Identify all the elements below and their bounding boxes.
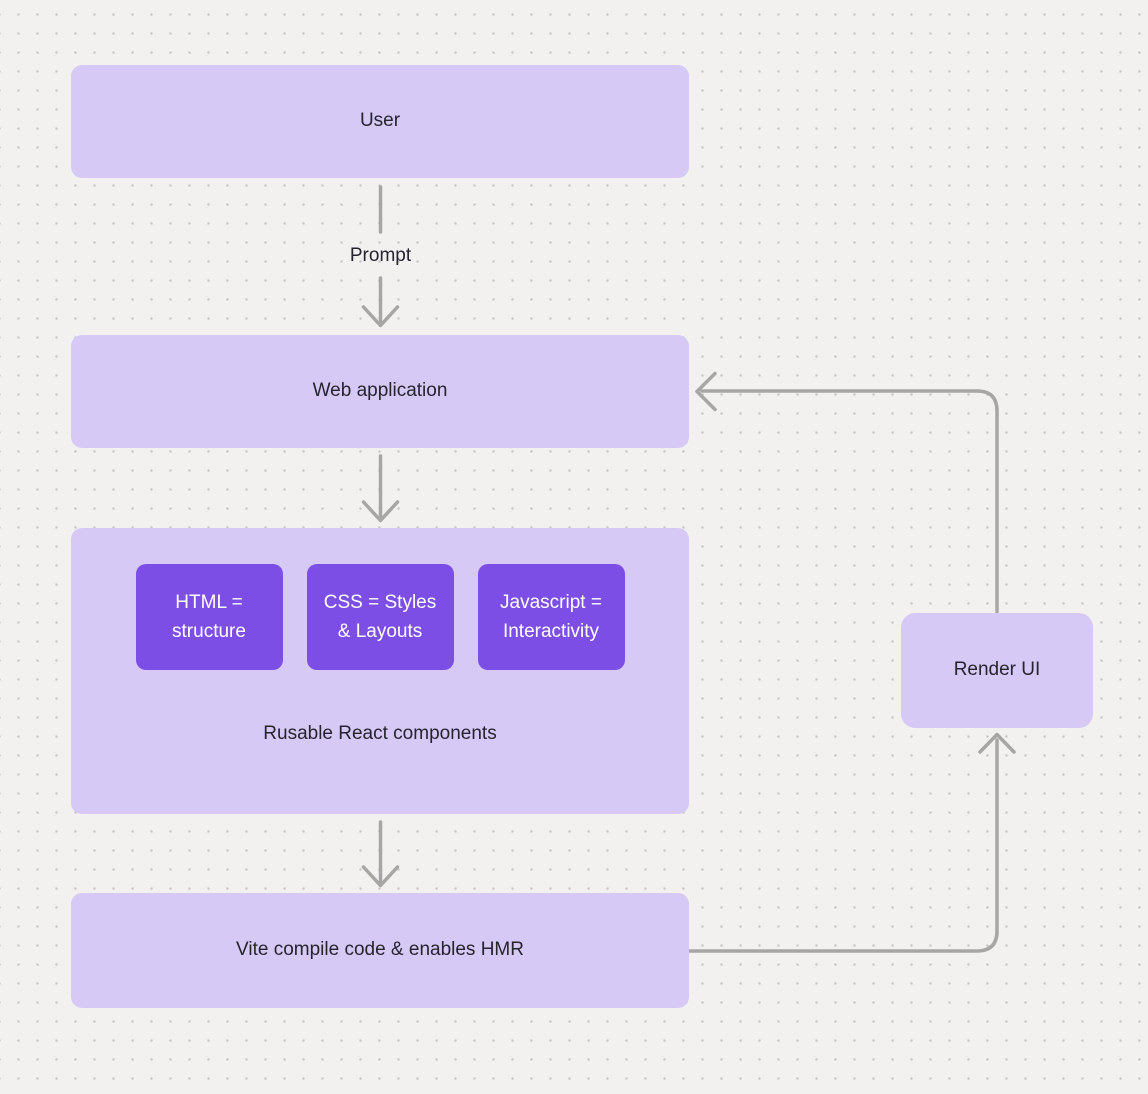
node-web-application-label: Web application — [312, 380, 448, 402]
node-vite-label: Vite compile code & enables HMR — [236, 939, 524, 961]
node-javascript-chip-label: Javascript = Interactivity — [500, 592, 602, 642]
components-group-caption: Rusable React components — [263, 723, 497, 744]
node-user-label: User — [359, 110, 401, 132]
node-web-application[interactable]: Web application — [71, 335, 689, 448]
edge-label-prompt: Prompt — [349, 245, 412, 266]
edge-renderui-to-webapp — [700, 389, 999, 614]
edge-components-to-vite-arrowhead — [361, 865, 400, 888]
node-html-chip[interactable]: HTML = structure — [135, 564, 283, 670]
components-chip-row: HTML = structure CSS = Styles & Layouts … — [71, 564, 689, 670]
node-html-chip-label: HTML = structure — [172, 592, 246, 642]
node-render-ui[interactable]: Render UI — [901, 613, 1093, 728]
edge-webapp-to-components-arrowhead — [361, 500, 400, 523]
node-components-group[interactable]: HTML = structure CSS = Styles & Layouts … — [71, 528, 689, 814]
edge-vite-to-renderui-arrowhead — [978, 732, 1016, 754]
node-user[interactable]: User — [71, 65, 689, 178]
edge-renderui-to-webapp-arrowhead — [695, 371, 717, 412]
node-render-ui-label: Render UI — [953, 659, 1041, 681]
node-vite[interactable]: Vite compile code & enables HMR — [71, 893, 689, 1008]
node-javascript-chip[interactable]: Javascript = Interactivity — [477, 564, 625, 670]
node-css-chip-label: CSS = Styles & Layouts — [323, 592, 437, 642]
node-css-chip[interactable]: CSS = Styles & Layouts — [306, 564, 454, 670]
edge-user-to-webapp-arrowhead — [361, 305, 400, 328]
edge-vite-to-renderui — [687, 738, 999, 953]
